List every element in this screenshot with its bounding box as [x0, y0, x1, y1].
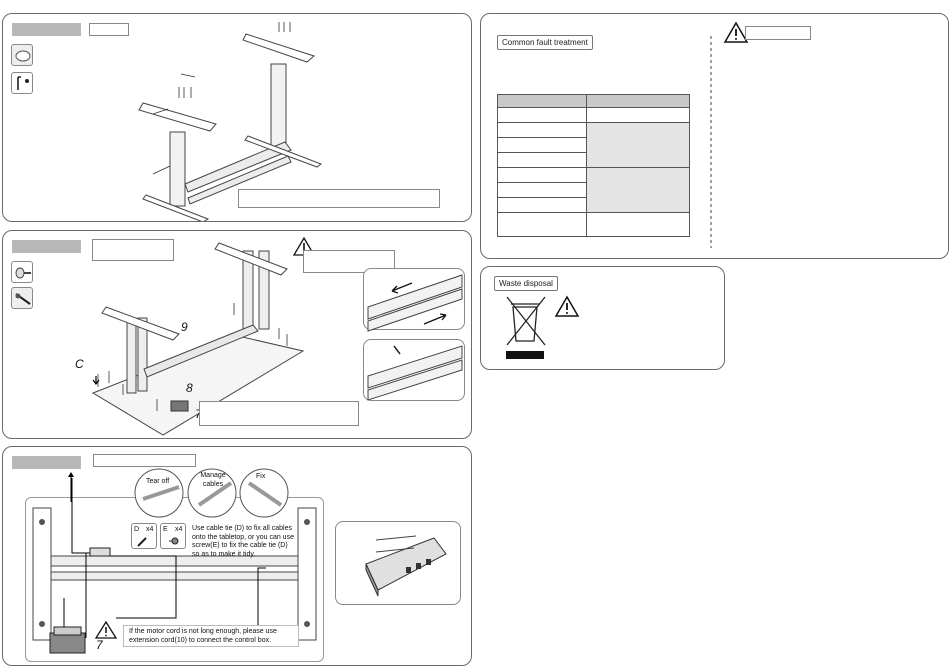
table-row — [497, 94, 690, 108]
manage-cables-label: Manage cables — [200, 472, 226, 488]
step2-tab — [12, 240, 81, 253]
table-row — [497, 122, 690, 168]
step2-frame-drawing — [91, 242, 305, 436]
step2-panel: C 9 8 7 — [2, 230, 472, 439]
step1-note-box — [238, 189, 440, 208]
waste-disposal-title: Waste disposal — [494, 276, 558, 291]
motor-cord-warning: If the motor cord is not long enough, pl… — [129, 628, 277, 644]
part-e-box: E x4 — [160, 523, 186, 549]
fault-divider — [710, 21, 749, 248]
fault-treatment-panel: Common fault treatment — [480, 13, 949, 259]
allen-key-icon — [11, 72, 33, 94]
step3-tab — [12, 456, 81, 469]
step1-tab — [12, 23, 81, 36]
step2-note-box — [199, 401, 359, 426]
cable-tie-instructions: Use cable tie (D) to fix all cables onto… — [192, 525, 294, 558]
part-e-label: E — [163, 526, 168, 533]
step2-warning-box — [303, 250, 395, 273]
part-d-qty: x4 — [146, 526, 154, 533]
label-9: 9 — [181, 320, 188, 334]
detail-zoom-screw — [363, 339, 465, 401]
part-d-box: D x4 — [131, 523, 157, 549]
part-d-label: D — [134, 526, 140, 533]
tear-off-label: Tear off — [146, 478, 170, 485]
control-box-icon — [49, 472, 86, 654]
table-row — [497, 212, 690, 237]
step3-part-7: 7 — [96, 638, 103, 652]
label-8: 8 — [186, 381, 193, 395]
step1-title-tag — [89, 23, 129, 36]
waste-disposal-panel: Waste disposal — [480, 266, 725, 370]
step3-title-tag — [93, 454, 196, 467]
fix-label: Fix — [256, 473, 266, 480]
label-7: 7 — [195, 408, 202, 420]
detail-zoom-slide — [363, 268, 465, 332]
cylinder-part-icon — [11, 44, 33, 66]
screw-part-icon — [11, 261, 33, 283]
step3-panel: 7 Tear off Manage cables Fix D x4 E x4 U… — [2, 446, 472, 666]
step2-title-tag — [92, 239, 174, 261]
fault-table — [497, 94, 690, 237]
caution-title-box — [745, 26, 811, 40]
screwdriver-part-icon — [11, 287, 33, 309]
step3-warning-box — [123, 625, 299, 647]
part-e-qty: x4 — [175, 526, 183, 533]
step1-panel — [2, 13, 472, 222]
control-box-detail — [335, 521, 461, 605]
label-c: C — [75, 357, 84, 371]
fault-treatment-title: Common fault treatment — [497, 35, 593, 50]
step1-frame-drawing — [138, 22, 323, 221]
step2-warning-icon — [292, 236, 316, 256]
step3-warning-icon — [94, 620, 118, 639]
cable-tie-circles — [134, 468, 289, 518]
weee-bin-icon — [506, 295, 580, 359]
